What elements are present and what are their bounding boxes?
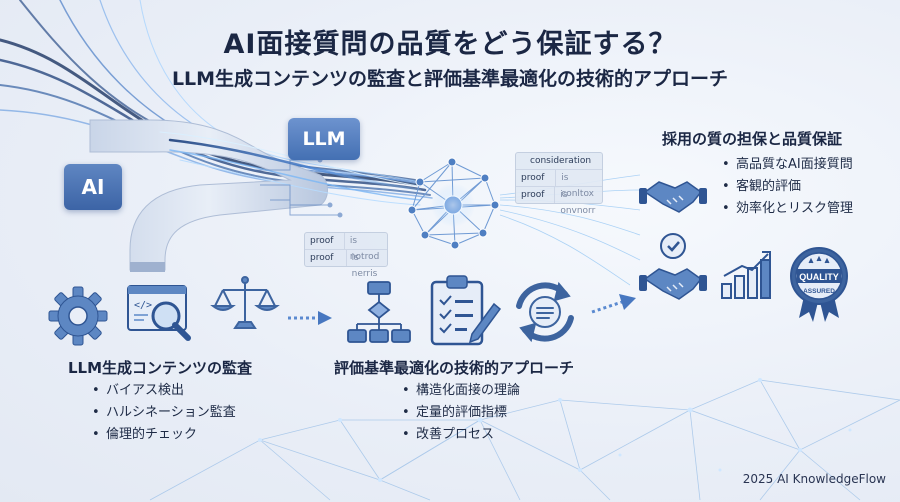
proof-card-left: proof is notrod proof is nerris (304, 232, 388, 279)
gear-icon (48, 286, 108, 346)
list-item: バイアス検出 (92, 380, 236, 402)
list-item: 客観的評価 (722, 176, 853, 198)
svg-text:</>: </> (134, 300, 152, 311)
handshake-icon (639, 268, 707, 300)
proof-key: proof (310, 253, 334, 263)
proof-value: is nerris (345, 250, 387, 279)
seal-text-bottom: ASSURED (803, 288, 835, 295)
audit-list: バイアス検出 ハルシネーション監査 倫理的チェック (92, 380, 236, 446)
proof-key: proof (310, 236, 334, 246)
handshake-icon (639, 181, 707, 213)
proof-row: proof is notrod (305, 233, 387, 262)
footer-credit: 2025 AI KnowledgeFlow (742, 472, 886, 486)
light-streams (159, 131, 422, 206)
card-header: consideration (530, 156, 592, 166)
assurance-list: 高品質なAI面接質問 客観的評価 効率化とリスク管理 (722, 154, 853, 220)
proof-card-right: consideration proof is conltox proof is … (515, 152, 603, 216)
seal-text-top: QUALITY (799, 272, 839, 282)
section-title-assurance: 採用の質の担保と品質保証 (662, 130, 843, 148)
list-item: ハルシネーション監査 (92, 402, 236, 424)
ai-badge: AI (64, 164, 122, 210)
page-title: AI面接質問の品質をどう保証する？ (223, 29, 677, 60)
proof-row: proof is nerris (305, 249, 387, 279)
proof-row: proof is onvnorr (516, 186, 602, 216)
proof-value: is onvnorr (554, 187, 602, 216)
bar-chart-icon (721, 251, 771, 299)
approach-list: 構造化面接の理論 定量的評価指標 改善プロセス (402, 380, 520, 446)
proof-key: proof (521, 190, 545, 200)
refresh-cycle-icon (516, 281, 574, 343)
list-item: 効率化とリスク管理 (722, 198, 853, 220)
llm-badge: LLM (288, 118, 360, 160)
code-search-icon: </> (127, 285, 191, 341)
check-badge-icon (660, 233, 686, 259)
list-item: 構造化面接の理論 (402, 380, 520, 402)
list-item: 改善プロセス (402, 424, 520, 446)
list-item: 高品質なAI面接質問 (722, 154, 853, 176)
proof-key: proof (521, 173, 545, 183)
arrow-right-icon (288, 311, 332, 325)
scales-icon (210, 276, 280, 329)
quality-seal-icon: QUALITY ASSURED (790, 247, 848, 322)
arrow-up-right-icon (591, 294, 636, 314)
list-item: 定量的評価指標 (402, 402, 520, 424)
list-item: 倫理的チェック (92, 424, 236, 446)
page-subtitle: LLM生成コンテンツの監査と評価基準最適化の技術的アプローチ (171, 68, 729, 90)
proof-row: proof is conltox (516, 169, 602, 199)
section-title-approach: 評価基準最適化の技術的アプローチ (334, 359, 575, 377)
proof-value: is notrod (343, 233, 387, 262)
checklist-icon (430, 275, 502, 346)
flowchart-icon (347, 281, 411, 343)
neural-network-icon (411, 161, 496, 246)
section-title-audit: LLM生成コンテンツの監査 (68, 359, 253, 377)
circuit-traces (250, 157, 343, 218)
proof-value: is conltox (555, 170, 602, 199)
